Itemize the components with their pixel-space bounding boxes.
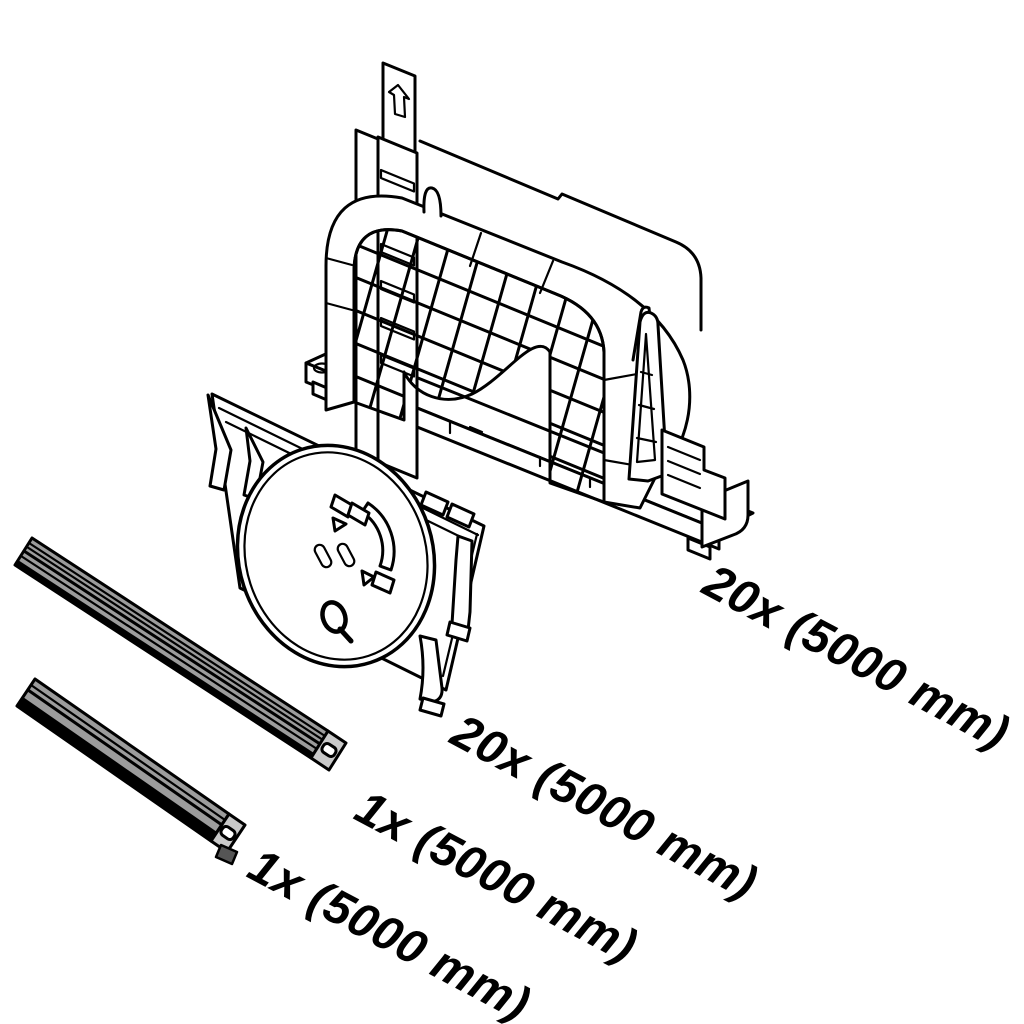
rail-end-cap [209,812,247,866]
disc-q-hole [320,600,354,644]
frame-foot [445,620,472,643]
disc-clip-bracket [329,493,396,595]
profile-rail-upper-drawing [13,536,348,772]
rail-end-cap [309,729,348,772]
frame-foot [418,696,446,718]
rim-tab [419,490,450,517]
frame-leg [206,393,233,492]
holder-right-wall [660,428,727,521]
profile-rail-lower-drawing [15,677,247,866]
coil-end-disc-drawing [206,392,486,718]
band-hook [422,186,443,218]
disc-slot [313,543,333,569]
cable-coil-holder-drawing [304,61,755,561]
rim-tab [445,502,476,529]
holder-a-frame [627,310,669,483]
disc [235,443,476,669]
part-quantity-label-holder: 20x (5000 mm) [694,554,1018,760]
disc-slot [336,542,356,568]
up-arrow-icon [387,83,411,119]
